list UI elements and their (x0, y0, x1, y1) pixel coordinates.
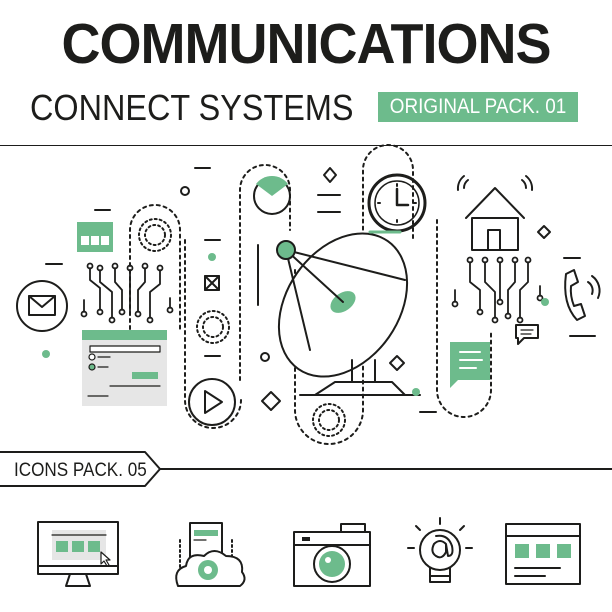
pack-label-shape (0, 451, 612, 487)
page-title: COMMUNICATIONS (61, 12, 552, 76)
diamond-icon (261, 167, 551, 411)
pack-badge: ORIGINAL PACK. 01 (378, 92, 578, 122)
cloud-settings-icon (175, 522, 246, 587)
dotted-circle-ornaments (138, 218, 346, 437)
satellite-dish-icon (260, 194, 421, 396)
pie-chart-icon (253, 175, 291, 215)
circuit-icon-right (451, 256, 549, 324)
monitor-icon (37, 521, 119, 587)
pack-badge-label: ORIGINAL PACK. 01 (389, 95, 567, 118)
circuit-icon (80, 262, 174, 324)
play-icon (188, 378, 236, 426)
house-wifi-icon (456, 175, 534, 251)
page-subtitle: CONNECT SYSTEMS (30, 87, 354, 128)
clock-icon (367, 173, 427, 234)
ornaments-left (180, 167, 259, 357)
icons-pack-label: ICONS PACK. 05 (14, 460, 147, 481)
chat-window-icon (82, 330, 167, 406)
speech-bubble-icon (412, 324, 596, 413)
dashed-track-left (129, 144, 492, 445)
web-layout-icon (505, 523, 581, 585)
browser-window-icon (77, 209, 113, 252)
phone-icon (563, 257, 601, 321)
top-divider (0, 145, 612, 146)
mail-icon (16, 263, 68, 358)
camera-icon (293, 523, 371, 587)
lightbulb-at-icon (407, 517, 473, 583)
